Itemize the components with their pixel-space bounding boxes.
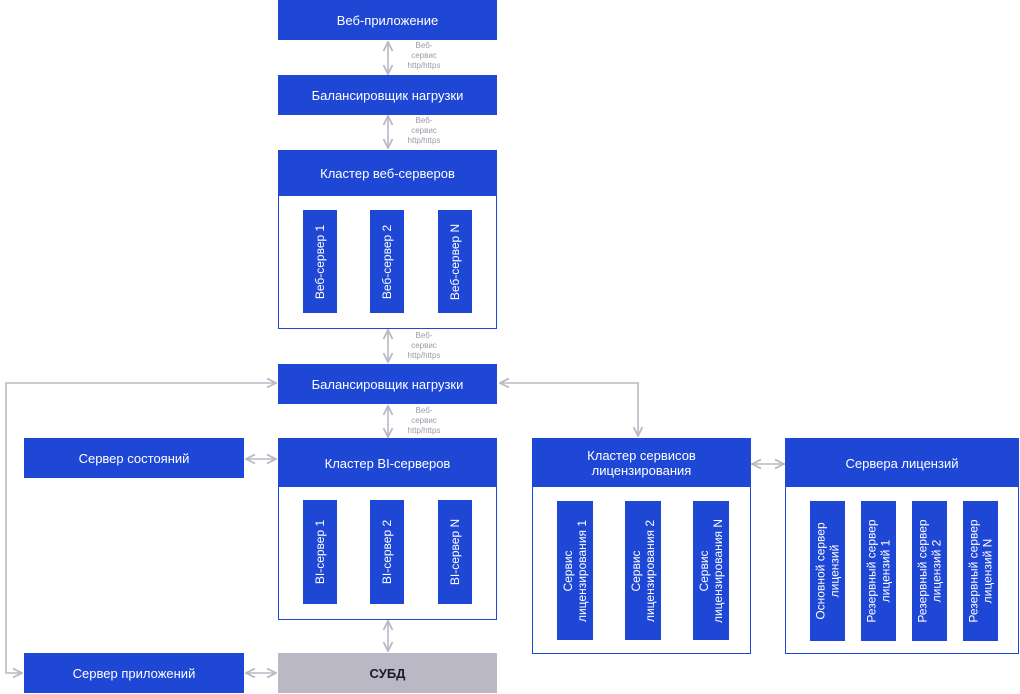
licensing-service-n-label: Сервис лицензирования N (697, 518, 726, 623)
dbms-label: СУБД (369, 665, 406, 681)
licensing-service-2-label: Сервис лицензирования 2 (629, 519, 658, 622)
protocol-label-2: Веб- сервис http/https (407, 116, 441, 145)
dbms-box: СУБД (278, 653, 497, 693)
license-servers-title-text: Сервера лицензий (845, 455, 959, 471)
state-server-label: Сервер состояний (78, 450, 190, 466)
web-cluster: Кластер веб-серверов Веб-сервер 1 Веб-се… (278, 150, 497, 329)
license-servers-group: Сервера лицензий Основной сервер лицензи… (785, 438, 1019, 654)
licensing-service-n: Сервис лицензирования N (693, 501, 729, 640)
protocol-label-3: Веб- сервис http/https (407, 331, 441, 360)
backup-license-server-2-label: Резервный сервер лицензий 2 (915, 519, 944, 623)
backup-license-server-n: Резервный сервер лицензий N (963, 501, 998, 641)
protocol-label-4: Веб- сервис http/https (407, 406, 441, 435)
main-license-server-label: Основной сервер лицензий (813, 522, 842, 620)
licensing-service-1: Сервис лицензирования 1 (557, 501, 593, 640)
protocol-label-1: Веб- сервис http/https (407, 41, 441, 70)
app-server-label: Сервер приложений (72, 665, 196, 681)
load-balancer-middle-box: Балансировщик нагрузки (278, 364, 497, 404)
backup-license-server-n-label: Резервный сервер лицензий N (966, 519, 995, 623)
web-app-box: Веб-приложение (278, 0, 497, 40)
licensing-cluster: Кластер сервисов лицензирования Сервис л… (532, 438, 751, 654)
bi-server-1: BI-сервер 1 (303, 500, 337, 604)
backup-license-server-1-label: Резервный сервер лицензий 1 (864, 519, 893, 623)
web-server-2: Веб-сервер 2 (370, 210, 404, 313)
licensing-cluster-title-text: Кластер сервисов лицензирования (587, 448, 696, 478)
link-appserver-lb (5, 383, 276, 673)
app-server-box: Сервер приложений (24, 653, 244, 693)
state-server-box: Сервер состояний (24, 438, 244, 478)
main-license-server: Основной сервер лицензий (810, 501, 845, 641)
web-server-n: Веб-сервер N (438, 210, 472, 313)
load-balancer-top-label: Балансировщик нагрузки (311, 87, 464, 103)
load-balancer-middle-label: Балансировщик нагрузки (311, 376, 464, 392)
bi-server-2-label: BI-сервер 2 (380, 519, 394, 585)
bi-cluster-title: Кластер BI-серверов (279, 439, 496, 487)
load-balancer-top-box: Балансировщик нагрузки (278, 75, 497, 115)
web-server-1: Веб-сервер 1 (303, 210, 337, 313)
license-servers-title: Сервера лицензий (786, 439, 1018, 487)
web-cluster-title-text: Кластер веб-серверов (320, 166, 455, 181)
web-server-2-label: Веб-сервер 2 (380, 224, 395, 299)
licensing-service-2: Сервис лицензирования 2 (625, 501, 661, 640)
bi-server-n: BI-сервер N (438, 500, 472, 604)
web-server-1-label: Веб-сервер 1 (313, 224, 328, 299)
bi-server-n-label: BI-сервер N (448, 518, 462, 586)
web-cluster-title: Кластер веб-серверов (279, 151, 496, 196)
link-lb-licensing (500, 383, 638, 436)
web-app-label: Веб-приложение (336, 12, 439, 28)
backup-license-server-2: Резервный сервер лицензий 2 (912, 501, 947, 641)
bi-server-2: BI-сервер 2 (370, 500, 404, 604)
bi-cluster-title-text: Кластер BI-серверов (324, 455, 451, 471)
web-server-n-label: Веб-сервер N (448, 223, 463, 300)
bi-server-1-label: BI-сервер 1 (313, 519, 327, 585)
licensing-service-1-label: Сервис лицензирования 1 (561, 519, 590, 622)
licensing-cluster-title: Кластер сервисов лицензирования (533, 439, 750, 487)
backup-license-server-1: Резервный сервер лицензий 1 (861, 501, 896, 641)
bi-cluster: Кластер BI-серверов BI-сервер 1 BI-серве… (278, 438, 497, 620)
